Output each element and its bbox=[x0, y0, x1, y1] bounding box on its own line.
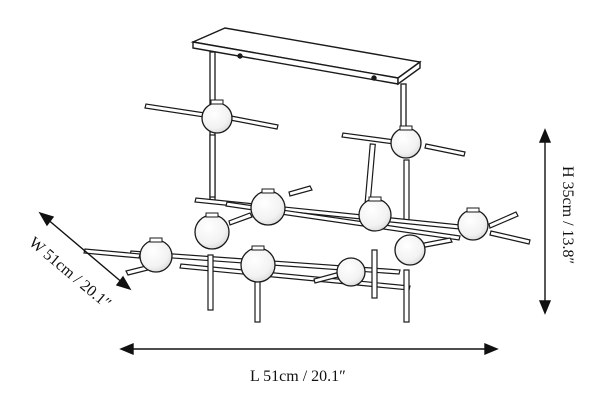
length-arrowhead-left bbox=[119, 342, 134, 356]
length-label: L 51cm / 20.1″ bbox=[250, 368, 346, 385]
globe-node bbox=[240, 247, 276, 283]
width-arrowhead-bottom bbox=[115, 275, 132, 291]
length-dimension bbox=[119, 342, 499, 356]
globe-nodes bbox=[139, 102, 489, 287]
globe-node bbox=[457, 209, 489, 241]
globe-node bbox=[358, 198, 392, 232]
height-dimension bbox=[538, 128, 552, 315]
height-arrowhead-top bbox=[538, 128, 552, 143]
globe-node bbox=[194, 214, 230, 250]
width-arrowhead-top bbox=[38, 211, 55, 227]
globe-node bbox=[201, 102, 233, 134]
globe-node bbox=[394, 234, 426, 266]
width-label: W 51cm / 20.1″ bbox=[25, 234, 114, 312]
height-arrowhead-bottom bbox=[538, 300, 552, 315]
globe-node bbox=[139, 239, 173, 273]
width-arrow-line bbox=[45, 217, 125, 285]
globe-node bbox=[250, 190, 286, 226]
length-arrowhead-right bbox=[484, 342, 499, 356]
globe-node bbox=[390, 127, 422, 159]
globe-collars bbox=[149, 99, 480, 251]
height-label: H 35cm / 13.8″ bbox=[559, 166, 576, 264]
width-dimension bbox=[38, 211, 132, 291]
ceiling-canopy bbox=[190, 27, 422, 86]
globe-node bbox=[336, 257, 366, 287]
